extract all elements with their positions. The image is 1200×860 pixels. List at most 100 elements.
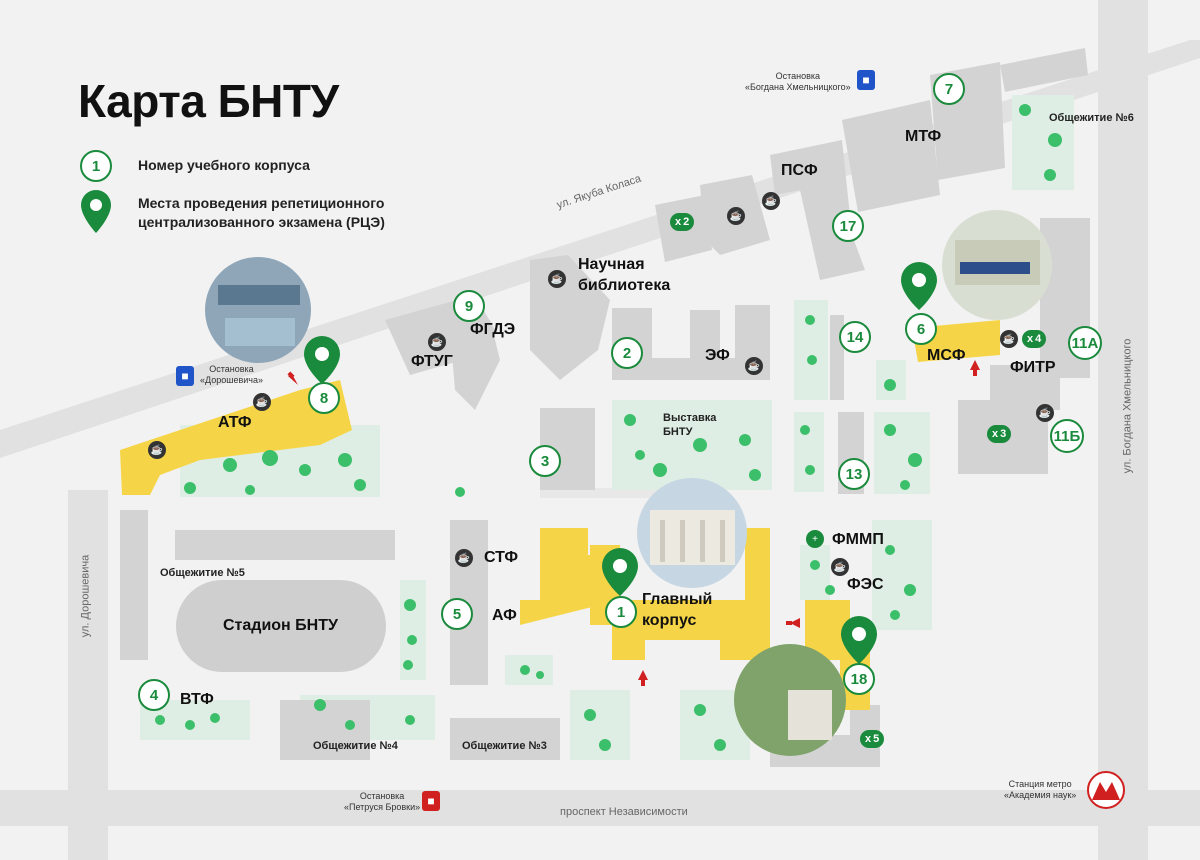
- coffee-cup-icon: ☕: [727, 207, 745, 225]
- library-line2: библиотека: [578, 277, 671, 294]
- street-doroshevicha: ул. Дорошевича: [79, 554, 92, 638]
- dorm-5-label: Общежитие №5: [160, 567, 245, 579]
- coffee-cup-icon: ☕: [762, 192, 780, 210]
- stop-metro: Станция метро«Академия наук»: [1004, 779, 1076, 801]
- corpus-number-14[interactable]: 14: [839, 321, 871, 353]
- building-atf: [120, 380, 352, 495]
- coffee-cup-icon: ☕: [253, 393, 271, 411]
- faculty-ef: ЭФ: [705, 347, 730, 364]
- stop-label: «Дорошевича»: [200, 375, 263, 385]
- faculty-fes: ФЭС: [847, 576, 884, 593]
- dorm-4-label: Общежитие №4: [313, 740, 398, 752]
- corpus-number-8[interactable]: 8: [308, 382, 340, 414]
- stop-bogdana: Остановка«Богдана Хмельницкого»: [745, 71, 851, 93]
- corpus-number-6[interactable]: 6: [905, 313, 937, 345]
- corpus-number-11b[interactable]: 11Б: [1050, 419, 1084, 453]
- coffee-cup-icon: ☕: [428, 333, 446, 351]
- coffee-cup-icon: ☕: [745, 357, 763, 375]
- photos: [205, 210, 1052, 756]
- corpus-number-3[interactable]: 3: [529, 445, 561, 477]
- dorm-6-label: Общежитие №6: [1049, 112, 1134, 124]
- legend-pin-icon: [81, 190, 111, 233]
- dining-number: 3: [1000, 428, 1007, 440]
- inner-road: [540, 488, 660, 498]
- stop-doroshevicha: Остановка«Дорошевича»: [200, 364, 263, 386]
- corpus-number-5[interactable]: 5: [441, 598, 473, 630]
- coffee-cup-icon: ☕: [1036, 404, 1054, 422]
- dorm-3-label: Общежитие №3: [462, 740, 547, 752]
- legend-number-sample: 1: [80, 150, 112, 182]
- library-line1: Научная: [578, 256, 645, 273]
- corpus-number-7[interactable]: 7: [933, 73, 965, 105]
- expo-line1: Выставка: [663, 412, 717, 424]
- stop-label: Остановка: [775, 71, 821, 81]
- legend-pin-text-2: централизованного экзамена (РЦЭ): [138, 214, 385, 230]
- stop-label: «Петруся Бровки»: [344, 802, 421, 812]
- fork-knife-icon: x: [865, 733, 872, 745]
- coffee-cup-icon: ☕: [1000, 330, 1018, 348]
- building-main: [520, 528, 770, 660]
- dining-number: 4: [1035, 333, 1042, 345]
- stop-label: Остановка: [209, 364, 254, 374]
- faculty-ftug: ФТУГ: [411, 353, 453, 370]
- stop-label: Станция метро: [1008, 779, 1072, 789]
- main-building-line2: корпус: [642, 612, 697, 629]
- corpus-number-18[interactable]: 18: [843, 663, 875, 695]
- coffee-cup-icon: ☕: [831, 558, 849, 576]
- photo-atf: [205, 257, 311, 363]
- tram-icon: ■: [857, 70, 875, 90]
- fork-knife-icon: x: [675, 216, 682, 228]
- main-building-line1: Главный: [642, 591, 713, 608]
- corpus-number-1[interactable]: 1: [605, 596, 637, 628]
- trees: [155, 104, 1062, 751]
- entrance-arrows: [287, 360, 980, 686]
- faculty-fitr: ФИТР: [1010, 359, 1056, 376]
- corpus-number-17[interactable]: 17: [832, 210, 864, 242]
- faculty-vtf: ВТФ: [180, 691, 214, 708]
- metro-icon: [1087, 771, 1125, 809]
- buildings: [120, 48, 1090, 767]
- street-nezavisimosti: проспект Независимости: [560, 806, 688, 818]
- stop-brovki: Остановка«Петруся Бровки»: [344, 791, 420, 813]
- corpus-number-2[interactable]: 2: [611, 337, 643, 369]
- stadium-label: Стадион БНТУ: [223, 617, 338, 634]
- dining-number: 5: [873, 733, 880, 745]
- faculty-fmmp: ФММП: [832, 531, 884, 548]
- faculty-mtf: МТФ: [905, 128, 942, 145]
- road-bogdana: [1098, 0, 1148, 860]
- faculty-af: АФ: [492, 607, 517, 624]
- fork-knife-icon: x: [1027, 333, 1034, 345]
- legend-pin-text-1: Места проведения репетиционного: [138, 195, 385, 211]
- coffee-cup-icon: ☕: [148, 441, 166, 459]
- faculty-atf: АТФ: [218, 414, 252, 431]
- legend-number-text: Номер учебного корпуса: [138, 157, 310, 173]
- faculty-msf: МСФ: [927, 347, 966, 364]
- faculty-psf: ПСФ: [781, 162, 818, 179]
- expo-line2: БНТУ: [663, 426, 693, 438]
- page-title: Карта БНТУ: [78, 75, 339, 127]
- stadium-field: [176, 580, 386, 672]
- corpus-number-11a[interactable]: 11А: [1068, 326, 1102, 360]
- corpus-number-4[interactable]: 4: [138, 679, 170, 711]
- stop-label: «Академия наук»: [1004, 790, 1077, 800]
- faculty-fgde: ФГДЭ: [470, 321, 516, 338]
- faculty-stf: СТФ: [484, 549, 518, 566]
- map-pins: [81, 190, 937, 664]
- corpus-number-13[interactable]: 13: [838, 458, 870, 490]
- stop-label: Остановка: [359, 791, 405, 801]
- corpus-number-9[interactable]: 9: [453, 290, 485, 322]
- coffee-cup-icon: ☕: [455, 549, 473, 567]
- road-nezavisimosti: [0, 790, 1200, 826]
- stop-label: «Богдана Хмельницкого»: [745, 82, 851, 92]
- dining-number: 2: [683, 216, 690, 228]
- coffee-cup-icon: ☕: [548, 270, 566, 288]
- street-bogdana: ул. Богдана Хмельницкого: [1121, 338, 1134, 474]
- bus-icon: ■: [422, 791, 440, 811]
- tram-icon: ■: [176, 366, 194, 386]
- fork-knife-icon: x: [992, 428, 999, 440]
